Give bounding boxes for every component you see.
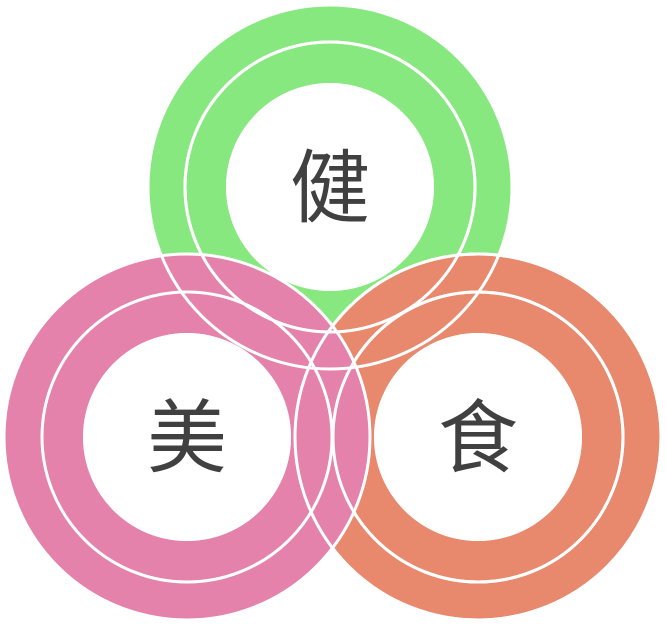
- health-mid-outline: [183, 40, 477, 334]
- health-outer-outline: [146, 3, 514, 371]
- food-center-top: [374, 333, 582, 541]
- beauty-center-top: [83, 333, 291, 541]
- label-health: 健: [290, 142, 370, 235]
- label-food: 食: [438, 392, 518, 485]
- health-center-top: [226, 83, 434, 291]
- label-beauty: 美: [147, 392, 227, 485]
- food-outer-outline: [293, 252, 663, 622]
- food-mid-outline: [331, 290, 625, 584]
